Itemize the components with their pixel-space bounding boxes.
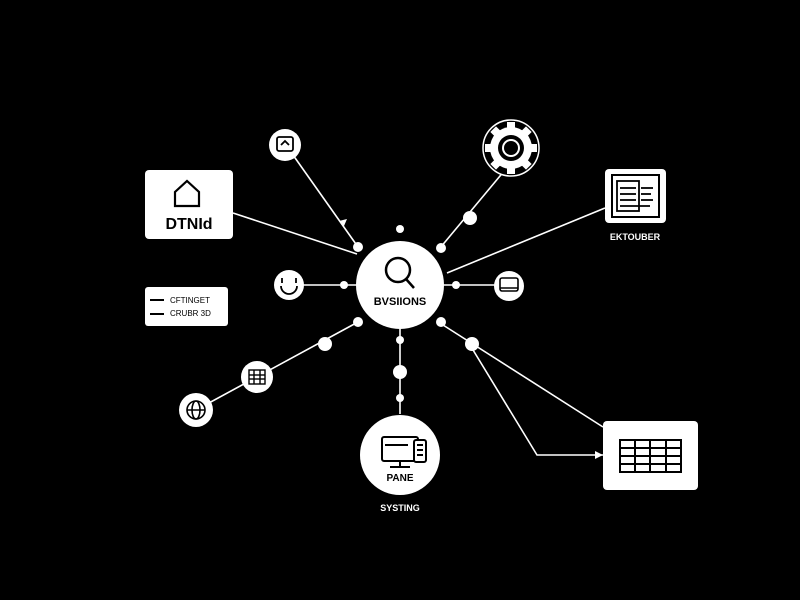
connector-grid-globe xyxy=(195,321,359,411)
hub-node[interactable]: BVSIIONS xyxy=(356,241,444,329)
connector-home xyxy=(232,212,358,255)
grid-node[interactable] xyxy=(241,361,273,393)
monitor-caption: SYSTING xyxy=(380,503,420,513)
connector-top-small xyxy=(292,154,359,248)
globe-icon xyxy=(186,400,206,420)
junction-dot xyxy=(318,337,332,351)
table-card[interactable] xyxy=(603,421,698,490)
home-card-label: DTNId xyxy=(165,216,212,233)
gear-node[interactable] xyxy=(482,119,540,177)
junction-dot xyxy=(436,243,446,253)
right-small-node[interactable] xyxy=(494,271,524,301)
monitor-label: PANE xyxy=(386,473,413,484)
junction-dot xyxy=(353,317,363,327)
junction-dot xyxy=(393,365,407,379)
connector-gear xyxy=(439,169,506,249)
list-card[interactable]: CFTINGET CRUBR 3D xyxy=(145,287,228,326)
junction-dots xyxy=(318,211,479,402)
top-small-node[interactable] xyxy=(269,129,301,161)
monitor-icon xyxy=(381,436,427,468)
junction-dot xyxy=(463,211,477,225)
document-icon xyxy=(616,180,653,212)
chat-icon xyxy=(499,277,519,292)
arrowhead-top xyxy=(339,219,347,226)
hub-label: BVSIIONS xyxy=(374,296,427,308)
connector-table-lower xyxy=(469,344,603,456)
junction-dot xyxy=(452,281,460,289)
search-icon xyxy=(384,256,415,289)
junction-dot xyxy=(396,394,404,402)
globe-node[interactable] xyxy=(179,393,213,427)
document-card[interactable] xyxy=(605,169,666,223)
arrowhead-table xyxy=(595,451,603,459)
connector-lines xyxy=(195,154,606,456)
home-icon xyxy=(173,179,201,208)
home-card[interactable]: DTNId xyxy=(145,170,233,239)
list-icon xyxy=(150,299,164,315)
window-icon xyxy=(276,136,294,152)
grid-icon xyxy=(248,369,266,385)
monitor-node[interactable]: PANE xyxy=(360,415,440,495)
junction-dot xyxy=(436,317,446,327)
connector-document xyxy=(446,207,606,274)
gear-icon xyxy=(485,122,537,174)
table-icon xyxy=(619,439,682,473)
left-small-node[interactable] xyxy=(274,270,304,300)
list-card-line-2: CRUBR 3D xyxy=(170,309,211,318)
junction-dot xyxy=(465,337,479,351)
arrowheads xyxy=(339,219,603,459)
junction-dot xyxy=(396,336,404,344)
document-caption: EKTOUBER xyxy=(610,232,661,242)
junction-dot xyxy=(340,281,348,289)
headset-icon xyxy=(280,278,298,295)
list-card-line-1: CFTINGET xyxy=(170,296,210,305)
junction-dot xyxy=(353,242,363,252)
junction-dot xyxy=(396,225,404,233)
